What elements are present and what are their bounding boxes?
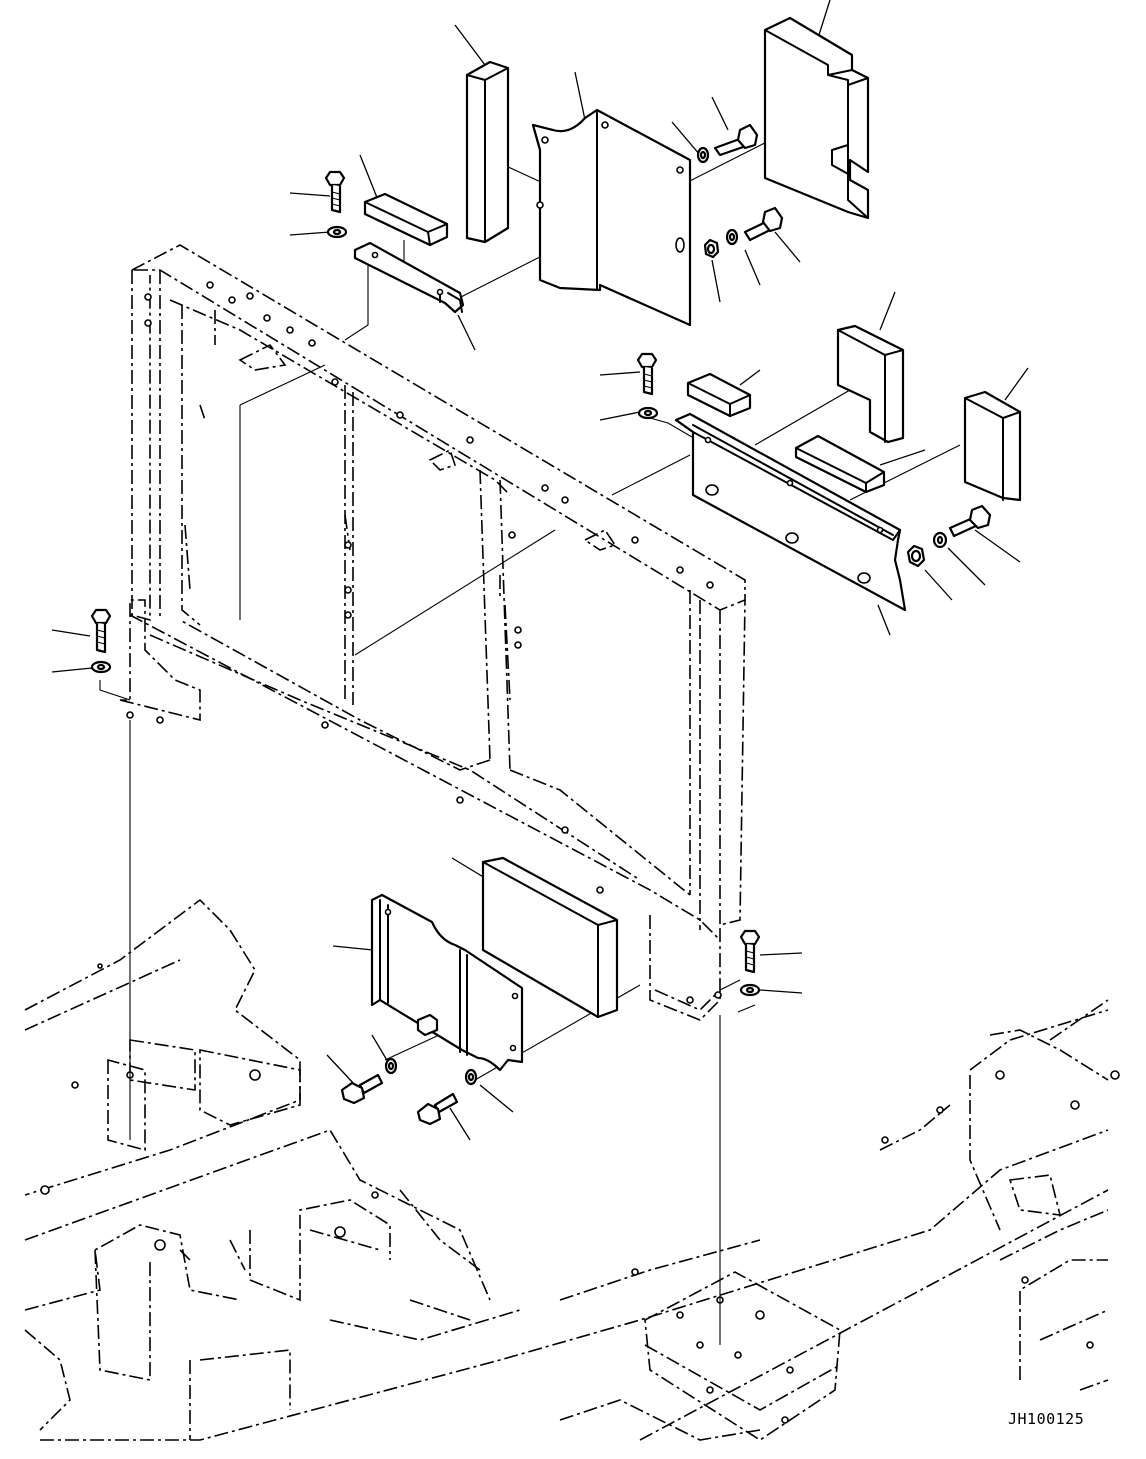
radiator-guard-frame (119, 244, 746, 1021)
pad-lower (481, 856, 619, 1019)
washer-upper-mid-1 (696, 146, 710, 164)
nut-upper-mid (703, 238, 720, 259)
bolt-lower-1 (340, 1073, 384, 1105)
bar-long (794, 434, 886, 494)
bolt-right-2 (948, 504, 992, 538)
drawing-id-label: JH100125 (1008, 1410, 1085, 1428)
washer-lower-2 (464, 1068, 478, 1086)
bolt-upper-left (324, 170, 346, 214)
washer-right-2 (932, 531, 948, 549)
washer-left-mid (90, 660, 112, 674)
cover-plate-upper (531, 108, 692, 327)
bolt-lower-right (739, 929, 761, 974)
bracket-long-right (674, 412, 907, 612)
pad-right (963, 390, 1022, 502)
bolt-left-mid (90, 608, 112, 654)
washer-upper-left (326, 225, 348, 239)
cover-plate-lower (370, 893, 524, 1072)
block-small-upper (363, 192, 449, 247)
pad-large-notched (763, 16, 870, 220)
washer-lower-1 (384, 1057, 398, 1075)
washer-upper-mid-2 (725, 228, 739, 246)
bracket-upper (353, 241, 465, 314)
main-chassis-frame (24, 898, 1120, 1441)
bolt-upper-mid-2 (743, 206, 784, 242)
washer-lower-right (739, 983, 761, 997)
washer-right-1 (637, 406, 659, 420)
bolt-lower-2 (416, 1092, 459, 1126)
bolt-upper-mid-1 (713, 123, 759, 157)
block-small-right (686, 372, 752, 418)
pad-mid-right (836, 324, 905, 444)
bolt-right-1 (636, 352, 658, 396)
nut-right (906, 544, 926, 568)
pad-tall-narrow (465, 60, 510, 244)
